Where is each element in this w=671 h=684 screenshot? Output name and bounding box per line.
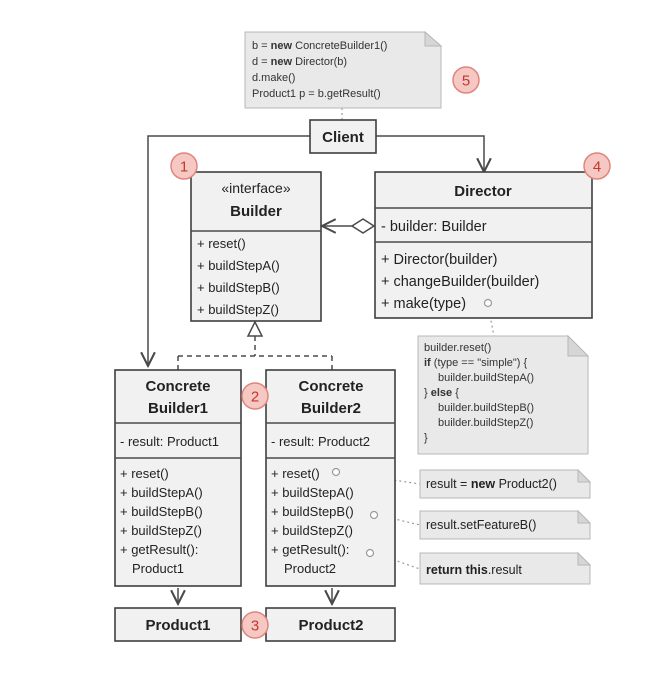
director-name: Director bbox=[454, 183, 512, 200]
concrete-builder2-name-line1: Concrete bbox=[298, 378, 363, 395]
make-note-line2: if (type == "simple") { bbox=[424, 357, 528, 369]
builder-interface-box: «interface» Builder + reset() + buildSte… bbox=[190, 171, 322, 322]
reset-note: result = new Product2() bbox=[419, 468, 592, 499]
builder-stereotype: «interface» bbox=[221, 180, 290, 196]
concrete-builder1-method: + buildStepA() bbox=[120, 485, 203, 500]
make-note-line1: builder.reset() bbox=[424, 342, 491, 354]
concrete-builder2-method: + getResult(): bbox=[271, 542, 349, 557]
concrete-builder1-method: + getResult(): bbox=[120, 542, 198, 557]
stepb-note: result.setFeatureB() bbox=[419, 509, 592, 540]
concrete-builder1-name-line1: Concrete bbox=[145, 378, 210, 395]
director-method: + Director(builder) bbox=[381, 252, 497, 268]
badge-1: 1 bbox=[170, 152, 198, 180]
svg-text:1: 1 bbox=[180, 159, 188, 176]
client-note-line3: d.make() bbox=[252, 72, 295, 84]
svg-text:4: 4 bbox=[593, 159, 601, 176]
badge-5: 5 bbox=[452, 66, 480, 94]
concrete-builder2-method: + buildStepA() bbox=[271, 485, 354, 500]
badge-2: 2 bbox=[241, 382, 269, 410]
director-method: + make(type) bbox=[381, 296, 466, 312]
client-label: Client bbox=[322, 129, 364, 146]
concrete-builder1-return-type: Product1 bbox=[132, 561, 184, 576]
make-note: builder.reset() if (type == "simple") { … bbox=[417, 334, 590, 455]
realization-triangle bbox=[246, 320, 264, 337]
stepb-note-anchor bbox=[369, 510, 379, 520]
concrete-builder1-method: + buildStepB() bbox=[120, 504, 203, 519]
getresult-note-anchor bbox=[365, 548, 375, 558]
svg-text:2: 2 bbox=[251, 389, 259, 406]
director-box: Director - builder: Builder + Director(b… bbox=[374, 171, 593, 319]
stepb-note-text: result.setFeatureB() bbox=[426, 518, 536, 532]
director-field: - builder: Builder bbox=[381, 219, 487, 235]
concrete-builder2-method: + reset() bbox=[271, 466, 320, 481]
concrete-builder2-method: + buildStepB() bbox=[271, 504, 354, 519]
concrete-builder2-field: - result: Product2 bbox=[271, 434, 370, 449]
client-note-line1: b = new ConcreteBuilder1() bbox=[252, 40, 387, 52]
concrete-builder1-name-line2: Builder1 bbox=[148, 400, 208, 417]
product2-label: Product2 bbox=[298, 617, 363, 634]
make-note-line3: builder.buildStepA() bbox=[438, 372, 534, 384]
getresult-note-text: return this.result bbox=[426, 563, 522, 577]
product1-label: Product1 bbox=[145, 617, 210, 634]
client-to-concrete-builder1-arrow bbox=[148, 135, 310, 366]
badge-3: 3 bbox=[241, 611, 269, 639]
product1-box: Product1 bbox=[114, 607, 242, 642]
client-note: b = new ConcreteBuilder1() d = new Direc… bbox=[244, 30, 443, 109]
builder-method: + reset() bbox=[197, 236, 246, 251]
builder-method: + buildStepB() bbox=[197, 280, 280, 295]
concrete-builder2-return-type: Product2 bbox=[284, 561, 336, 576]
builder-name: Builder bbox=[230, 203, 282, 220]
make-note-line5: builder.buildStepB() bbox=[438, 402, 534, 414]
make-note-line7: } bbox=[424, 432, 428, 444]
client-note-line4: Product1 p = b.getResult() bbox=[252, 88, 381, 100]
product2-box: Product2 bbox=[265, 607, 396, 642]
make-note-line4: } else { bbox=[424, 387, 459, 399]
concrete-builder2-method: + buildStepZ() bbox=[271, 523, 353, 538]
builder-method: + buildStepZ() bbox=[197, 302, 279, 317]
client-box: Client bbox=[309, 119, 377, 154]
client-to-director-arrow bbox=[376, 135, 484, 172]
director-method: + changeBuilder(builder) bbox=[381, 274, 539, 290]
badge-4: 4 bbox=[583, 152, 611, 180]
stepb-note-connector bbox=[377, 514, 421, 526]
builder-method: + buildStepA() bbox=[197, 258, 280, 273]
getresult-note: return this.result bbox=[419, 551, 592, 585]
svg-text:3: 3 bbox=[251, 618, 259, 635]
concrete-builder2-box: Concrete Builder2 - result: Product2 + r… bbox=[265, 369, 396, 587]
concrete-builder1-method: + buildStepZ() bbox=[120, 523, 202, 538]
make-note-anchor bbox=[483, 298, 493, 308]
reset-note-anchor bbox=[331, 467, 341, 477]
aggregation-diamond bbox=[350, 218, 376, 234]
concrete-builder1-field: - result: Product1 bbox=[120, 434, 219, 449]
svg-text:5: 5 bbox=[462, 73, 470, 90]
client-note-line2: d = new Director(b) bbox=[252, 56, 347, 68]
concrete-builder1-box: Concrete Builder1 - result: Product1 + r… bbox=[114, 369, 242, 587]
concrete-builder1-method: + reset() bbox=[120, 466, 169, 481]
reset-note-text: result = new Product2() bbox=[426, 477, 557, 491]
concrete-builder2-name-line2: Builder2 bbox=[301, 400, 361, 417]
getresult-note-connector bbox=[373, 552, 421, 570]
make-note-line6: builder.buildStepZ() bbox=[438, 417, 533, 429]
